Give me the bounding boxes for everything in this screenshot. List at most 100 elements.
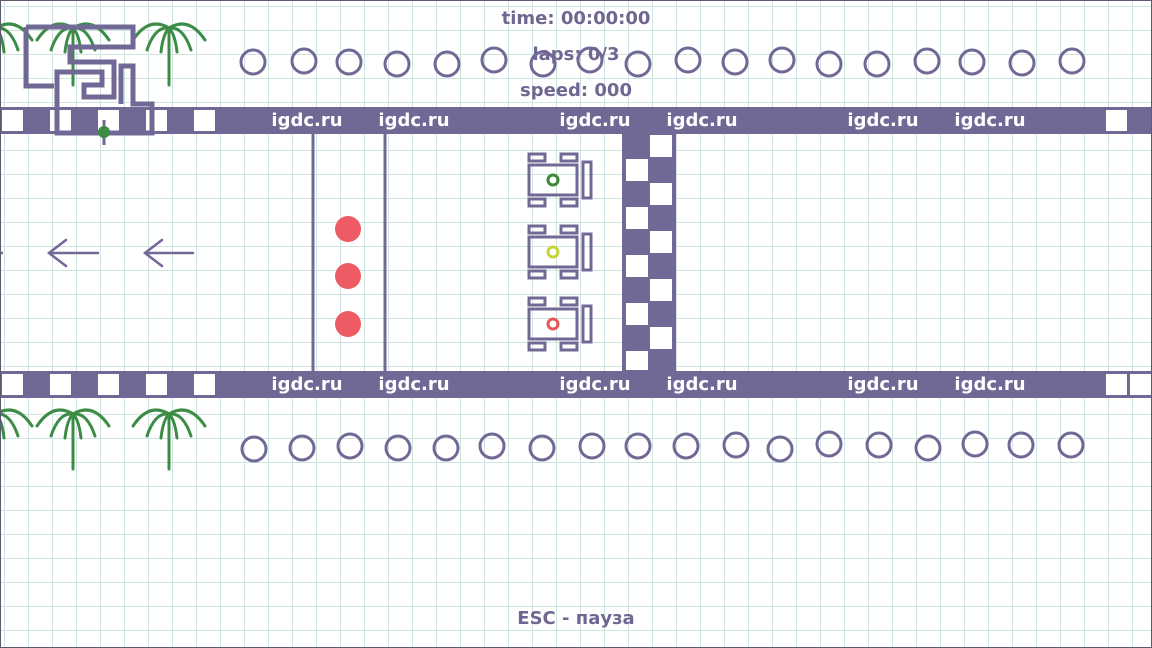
race-timer: time: 00:00:00 (501, 8, 651, 29)
finish-checker (626, 351, 648, 370)
tire-barrier-icon (529, 50, 557, 78)
driver-helmet (546, 245, 560, 259)
tire-barrier-icon (815, 50, 843, 78)
lap-counter: laps: 0/3 (532, 44, 620, 65)
tire-barrier-icon (290, 47, 318, 75)
tire-barrier-icon (578, 432, 606, 460)
finish-checker (626, 207, 648, 229)
palm-tree-icon (131, 22, 207, 87)
finish-checker (650, 327, 672, 349)
finish-checker (650, 231, 672, 253)
sponsor-banner-text: igdc.ru (847, 110, 918, 131)
sponsor-banner-text: igdc.ru (378, 374, 449, 395)
tire-barrier-icon (815, 430, 843, 458)
sponsor-banner-text: igdc.ru (954, 110, 1025, 131)
finish-checker (650, 135, 672, 157)
border-checker (2, 374, 23, 395)
sponsor-banner-text: igdc.ru (559, 110, 630, 131)
tire-barrier-icon (863, 50, 891, 78)
start-lights (335, 216, 361, 337)
border-checker (1106, 110, 1127, 131)
tire-barrier-icon (913, 47, 941, 75)
sponsor-banner-text: igdc.ru (666, 110, 737, 131)
palm-tree-icon (0, 408, 34, 440)
sponsor-banner-text: igdc.ru (559, 374, 630, 395)
sponsor-banner-text: igdc.ru (271, 374, 342, 395)
finish-checker (626, 255, 648, 277)
border-checker (50, 374, 71, 395)
tire-barrier-icon (674, 46, 702, 74)
minimap-icon (23, 24, 155, 136)
tire-barrier-bottom (240, 430, 1085, 463)
tire-barrier-icon (914, 434, 942, 462)
tire-barrier-icon (958, 48, 986, 76)
tire-barrier-icon (961, 430, 989, 458)
tire-barrier-icon (1008, 49, 1036, 77)
sponsor-banners-bottom: igdc.ru igdc.ru igdc.ru igdc.ru igdc.ru igdc.… (271, 374, 1025, 395)
tire-barrier-icon (722, 431, 750, 459)
car-green (527, 152, 593, 208)
tire-barrier-icon (384, 434, 412, 462)
tire-barrier-icon (624, 50, 652, 78)
palm-tree-icon (131, 408, 207, 471)
tire-barrier-icon (480, 46, 508, 74)
border-checker (1130, 374, 1151, 395)
border-checker (146, 374, 167, 395)
track-border-band (0, 107, 1152, 134)
minimap-player-marker (98, 120, 110, 145)
tire-barrier-icon (336, 432, 364, 460)
tire-barrier-icon (766, 435, 794, 463)
start-light (335, 311, 361, 337)
direction-arrow-icon (46, 238, 100, 268)
bottom-track-border (0, 371, 1152, 398)
driver-helmet (546, 317, 560, 331)
sponsor-banner-text: igdc.ru (378, 110, 449, 131)
tire-barrier-icon (240, 435, 268, 463)
start-light (335, 263, 361, 289)
border-checker (1106, 374, 1127, 395)
tire-barrier-icon (335, 48, 363, 76)
tire-barrier-icon (576, 46, 604, 74)
finish-checker (650, 183, 672, 205)
car-red (527, 296, 593, 352)
tire-barrier-icon (721, 48, 749, 76)
tire-barrier-icon (288, 434, 316, 462)
sponsor-banner-text: igdc.ru (666, 374, 737, 395)
car-yellow (527, 224, 593, 280)
cars-group (527, 152, 593, 352)
tire-barrier-icon (624, 432, 652, 460)
border-checker (2, 110, 23, 131)
finish-line (622, 133, 676, 372)
border-checker (194, 374, 215, 395)
tire-barrier-icon (383, 50, 411, 78)
sponsor-banner-text: igdc.ru (954, 374, 1025, 395)
palm-tree-icon (35, 408, 111, 471)
tire-barrier-icon (432, 434, 460, 462)
speedometer: speed: 000 (520, 80, 632, 101)
finish-checker (626, 159, 648, 181)
tire-barrier-icon (1058, 47, 1086, 75)
pause-hint: ESC - пауза (517, 608, 635, 629)
tire-barrier-icon (239, 48, 267, 76)
sponsor-banner-text: igdc.ru (847, 374, 918, 395)
border-checker (146, 110, 167, 131)
tire-barrier-icon (1007, 431, 1035, 459)
direction-arrow-icon (142, 238, 195, 268)
tire-barrier-icon (433, 50, 461, 78)
palm-tree-icon (0, 22, 34, 54)
border-checker (194, 110, 215, 131)
border-checker (50, 110, 71, 131)
tire-barrier-icon (865, 431, 893, 459)
tire-barrier-top (239, 46, 1086, 78)
track-border-band (0, 371, 1152, 398)
tire-barrier-icon (1057, 431, 1085, 459)
tire-barrier-icon (478, 432, 506, 460)
finish-checker (626, 303, 648, 325)
finish-checker (650, 279, 672, 301)
tire-barrier-icon (768, 46, 796, 74)
border-checker (98, 374, 119, 395)
tire-barrier-icon (672, 432, 700, 460)
start-light (335, 216, 361, 242)
